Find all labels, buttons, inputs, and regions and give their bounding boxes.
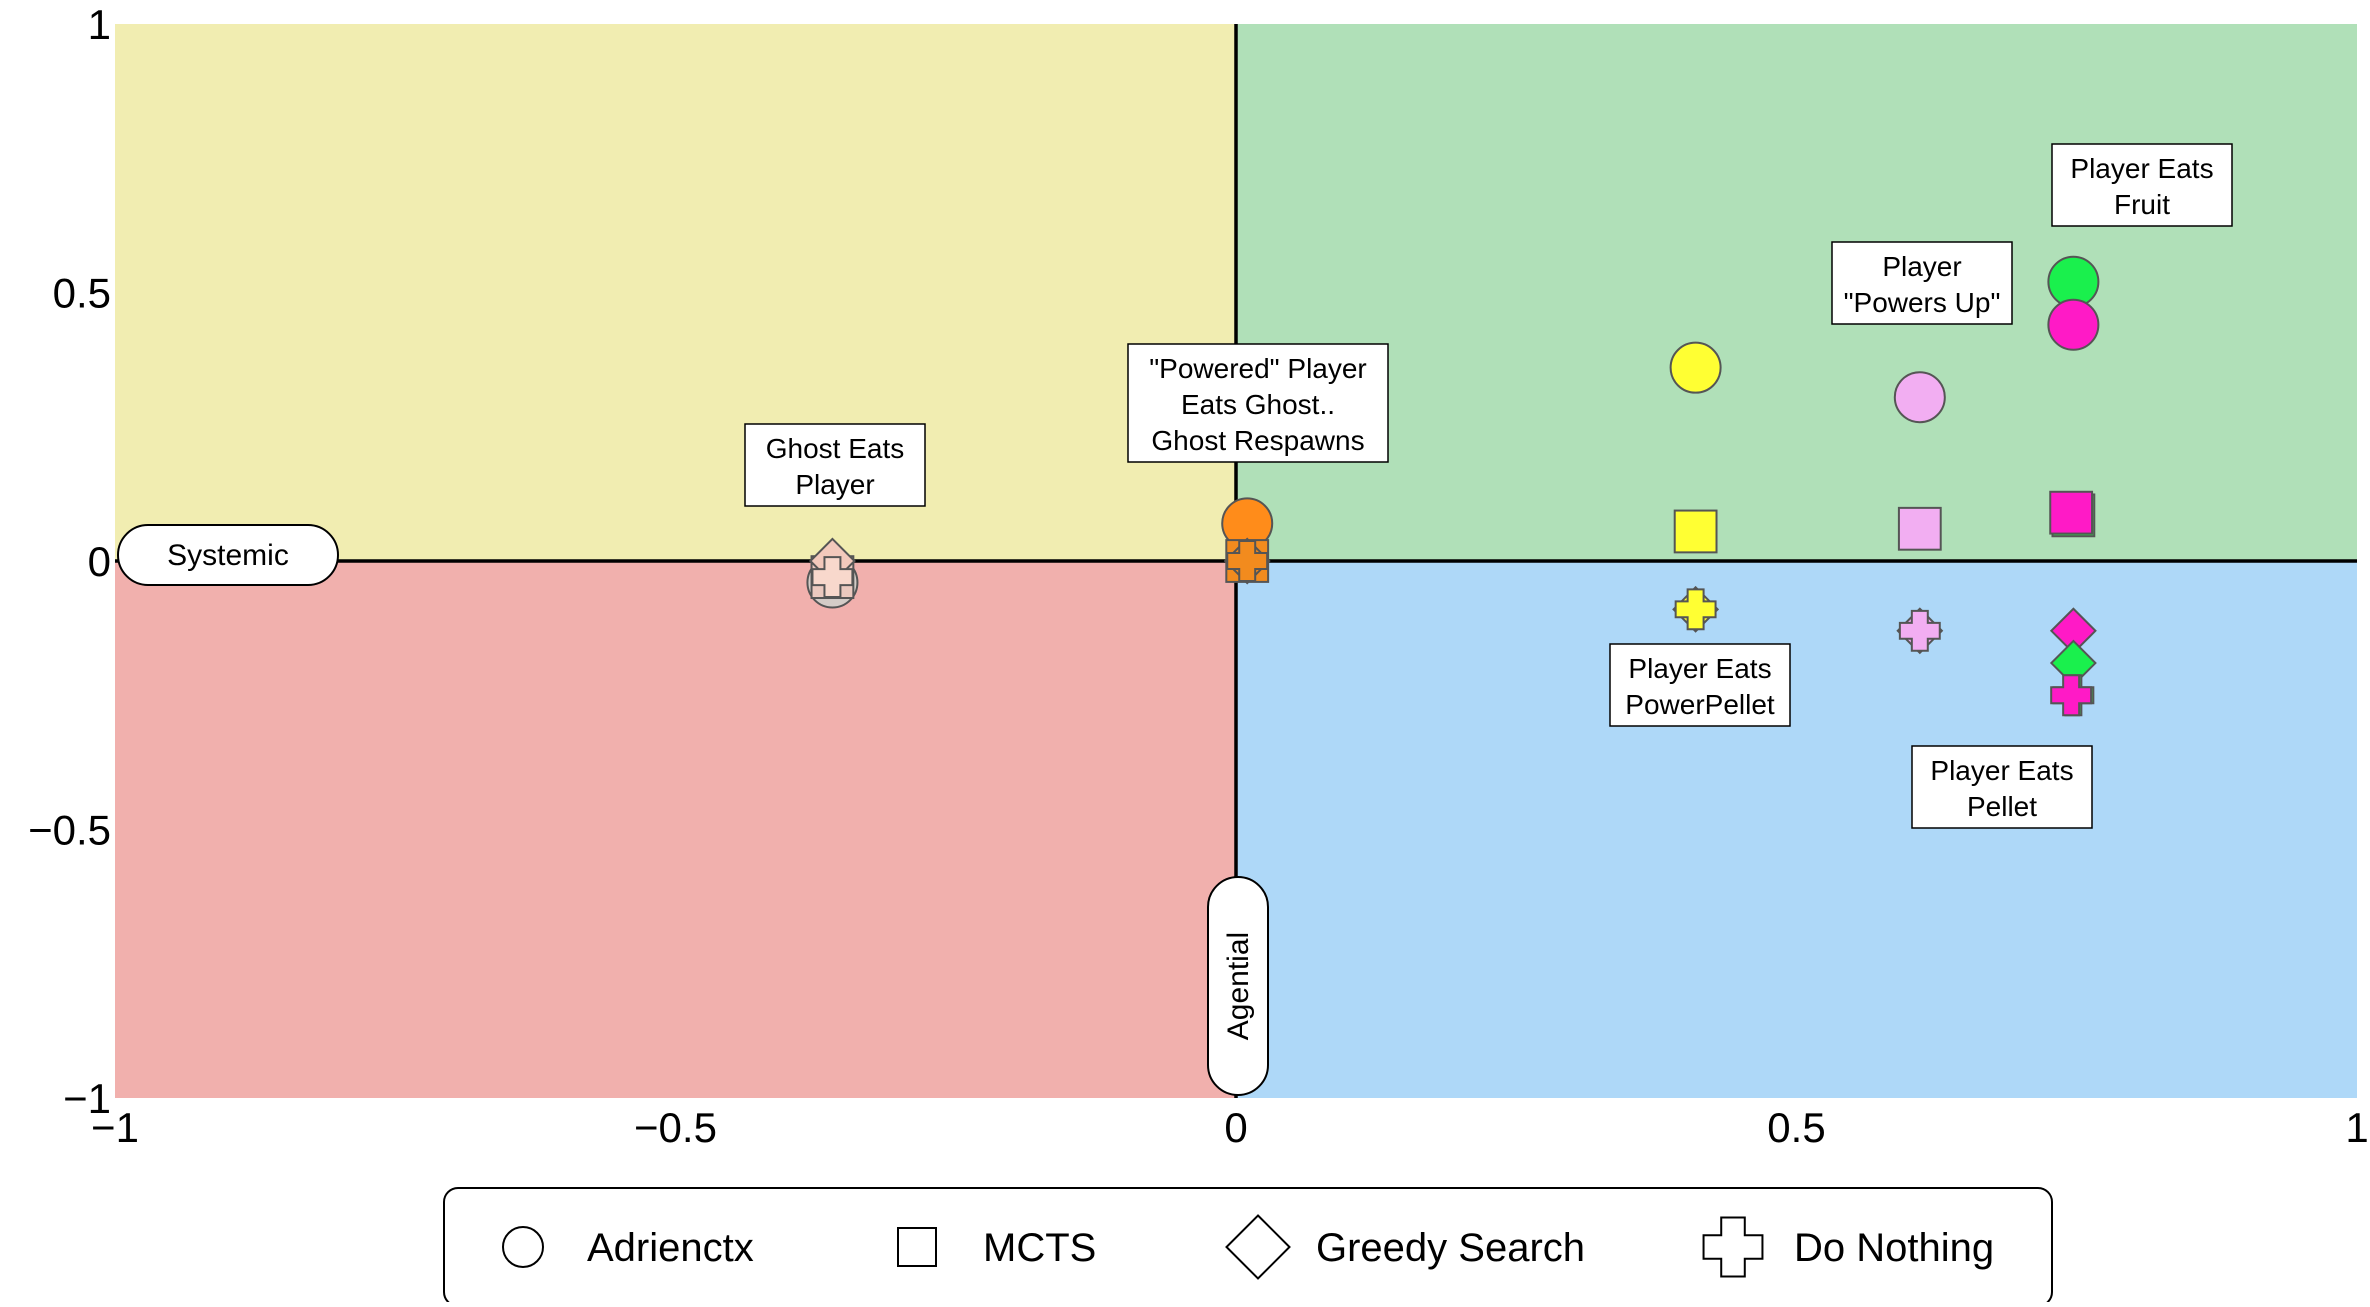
legend-label: Adrienctx (587, 1226, 754, 1270)
event-label-line: Fruit (2114, 189, 2170, 220)
y-tick-label: 0.5 (53, 270, 111, 317)
event-label-line: Player (795, 469, 874, 500)
y-tick-label: −1 (63, 1075, 111, 1122)
event-label-box (1911, 745, 2093, 829)
event-label-line: PowerPellet (1625, 689, 1775, 720)
legend-label: Do Nothing (1794, 1226, 1994, 1270)
y-tick-label: 1 (88, 1, 111, 48)
y-tick-label: 0 (88, 538, 111, 585)
x-tick-label: −1 (91, 1104, 139, 1151)
systemic-label: Systemic (167, 539, 289, 572)
quadrant-top-right (1236, 24, 2357, 561)
data-point-square (2049, 490, 2094, 535)
x-tick-label: 0 (1224, 1104, 1247, 1151)
legend: Adrienctx MCTS Greedy Search Do Nothing (443, 1187, 2053, 1307)
systemic-label-pill (117, 524, 339, 586)
agential-label-pill (1207, 876, 1269, 1096)
data-point-plus (1674, 588, 1717, 631)
event-label-line: Pellet (1967, 791, 2037, 822)
event-label-line: "Powered" Player (1149, 353, 1367, 384)
data-point-square (1897, 506, 1942, 551)
agential-label: Agential (1222, 932, 1255, 1040)
data-point-square (1673, 509, 1718, 554)
legend-marker-plus (1702, 1216, 1764, 1278)
event-label-box (1831, 241, 2013, 325)
quadrant-top-left (115, 24, 1236, 561)
event-label-line: Player (1882, 251, 1961, 282)
data-point-plus (1226, 540, 1269, 582)
y-tick-label: −0.5 (28, 807, 111, 854)
event-label-line: Ghost Eats (766, 433, 905, 464)
quadrant-bottom-left (115, 561, 1236, 1098)
event-label-line: Player Eats (2070, 153, 2213, 184)
event-label-box (2051, 143, 2233, 227)
legend-label: MCTS (983, 1226, 1096, 1270)
quadrant-backgrounds (115, 24, 2357, 1098)
legend-marker-diamond (1225, 1214, 1291, 1280)
quadrant-bottom-right (1236, 561, 2357, 1098)
data-point-circle (1893, 371, 1946, 424)
event-label-box (1609, 643, 1791, 727)
data-point-plus (2050, 674, 2093, 717)
tick-labels: −1 −0.5 0 0.5 1 −1 −0.5 0 0.5 1 (28, 1, 2369, 1151)
data-point-circle (1669, 341, 1722, 394)
data-point-plus (811, 556, 854, 599)
x-tick-label: 0.5 (1767, 1104, 1825, 1151)
event-label-box (1127, 343, 1389, 463)
legend-marker-square (897, 1227, 937, 1267)
event-label-line: Player Eats (1930, 755, 2073, 786)
event-label-line: Player Eats (1628, 653, 1771, 684)
data-points (806, 255, 2100, 717)
x-tick-label: −0.5 (634, 1104, 717, 1151)
event-label-line: "Powers Up" (1844, 287, 2001, 318)
x-tick-label: 1 (2345, 1104, 2368, 1151)
event-label-line: Ghost Respawns (1151, 425, 1364, 456)
data-point-plus (1898, 609, 1941, 652)
event-label-box (744, 423, 926, 507)
data-point-circle (2047, 298, 2100, 351)
legend-marker-circle (502, 1226, 544, 1268)
event-label-line: Eats Ghost.. (1181, 389, 1335, 420)
legend-label: Greedy Search (1316, 1226, 1585, 1270)
